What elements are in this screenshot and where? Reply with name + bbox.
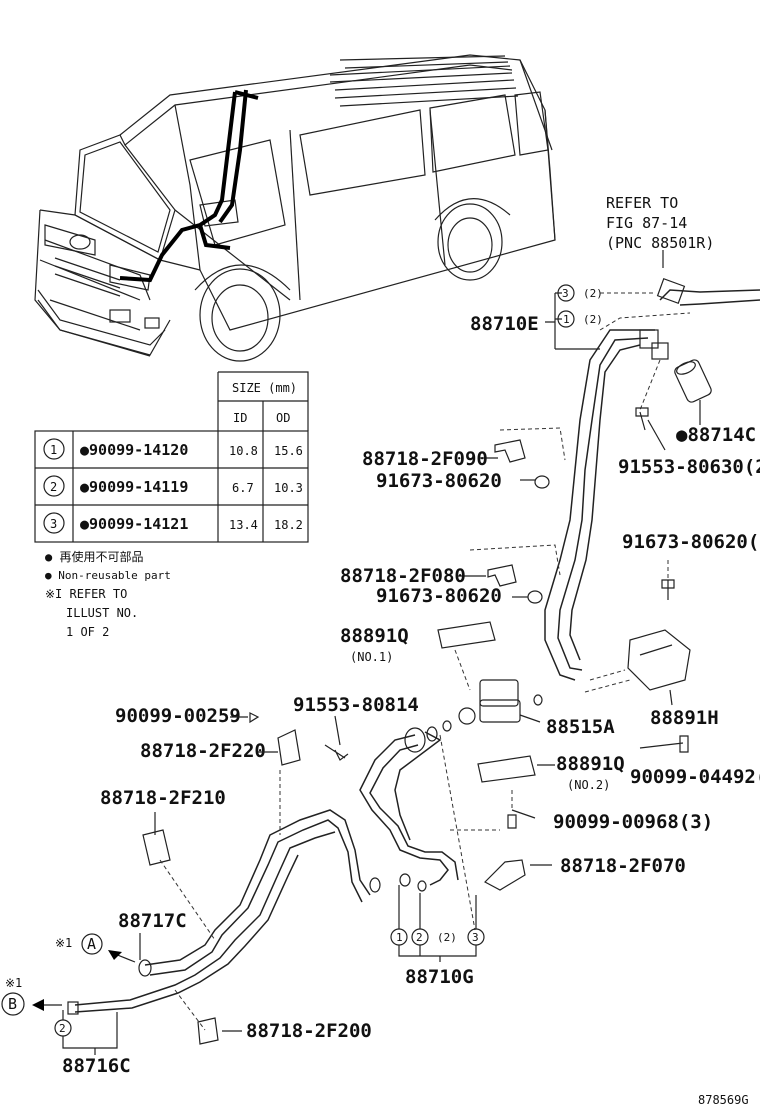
row1-id: 10.8	[229, 444, 258, 458]
circle-2-mid: 2	[416, 931, 423, 944]
label-88718-2f210: 88718-2F210	[100, 787, 226, 809]
row2-id: 6.7	[232, 481, 254, 495]
row3-od: 18.2	[274, 518, 303, 532]
circle-1-top: 1	[563, 313, 570, 326]
size-header: SIZE (mm)	[232, 381, 297, 395]
note-en: ● Non-reusable part	[45, 569, 171, 582]
label-88718-2f090: 88718-2F090	[362, 448, 488, 470]
label-88891q-1: 88891Q	[340, 625, 409, 647]
row2-marker: 2	[50, 480, 57, 494]
row2-od: 10.3	[274, 481, 303, 495]
row3-part: ●90099-14121	[80, 515, 188, 533]
note-ref3: 1 OF 2	[66, 625, 109, 639]
label-90099-04492: 90099-04492(2)	[630, 766, 760, 788]
row1-marker: 1	[50, 443, 57, 457]
circle-3-bottom: 3	[472, 931, 479, 944]
row3-marker: 3	[50, 517, 57, 531]
label-90099-00259: 90099-00259	[115, 705, 241, 727]
label-88718-2f220: 88718-2F220	[140, 740, 266, 762]
label-88717c: 88717C	[118, 910, 187, 932]
refer-line3: (PNC 88501R)	[606, 234, 714, 252]
circle-3-top: 3	[562, 287, 569, 300]
row2-part: ●90099-14119	[80, 478, 188, 496]
circle-a: A	[87, 935, 96, 953]
row3-id: 13.4	[229, 518, 258, 532]
label-no1: (NO.1)	[350, 650, 393, 664]
label-88891q-2: 88891Q	[556, 753, 625, 775]
label-88718-2f080: 88718-2F080	[340, 565, 466, 587]
label-88716c: 88716C	[62, 1055, 131, 1077]
note-ref1: ※I REFER TO	[45, 587, 127, 601]
van-illustration	[34, 54, 556, 362]
label-91673-80620-a: 91673-80620	[376, 470, 502, 492]
pipe-88710e	[544, 278, 760, 681]
label-88718-2f200: 88718-2F200	[246, 1020, 372, 1042]
refer-line1: REFER TO	[606, 194, 678, 212]
ref-b: ※1	[5, 976, 22, 990]
figure-id: 878569G	[698, 1093, 749, 1107]
label-no2: (NO.2)	[567, 778, 610, 792]
label-88710g: 88710G	[405, 966, 474, 988]
refer-line2: FIG 87-14	[606, 214, 687, 232]
circle-b: B	[8, 995, 17, 1013]
label-91553-80630: 91553-80630(2)	[618, 456, 760, 478]
label-91553-80814: 91553-80814	[293, 694, 419, 716]
arrow-a	[108, 950, 122, 960]
label-88714c: ●88714C	[676, 424, 756, 446]
qty-2-bottom: (2)	[437, 931, 457, 944]
size-table	[34, 371, 309, 543]
label-88515a: 88515A	[546, 716, 615, 738]
label-91673-80620-b: 91673-80620	[376, 585, 502, 607]
qty-2-top-b: (2)	[583, 313, 603, 326]
label-91673-80620-2: 91673-80620(2)	[622, 531, 760, 553]
ref-a: ※1	[55, 936, 72, 950]
label-88710e: 88710E	[470, 313, 539, 335]
row1-od: 15.6	[274, 444, 303, 458]
lower-pipes	[67, 726, 459, 1015]
label-88718-2f070: 88718-2F070	[560, 855, 686, 877]
row1-part: ●90099-14120	[80, 441, 188, 459]
label-88891h: 88891H	[650, 707, 719, 729]
note-ref2: ILLUST NO.	[66, 606, 138, 620]
col-od: OD	[276, 411, 290, 425]
circle-2-bottom: 2	[59, 1022, 66, 1035]
note-jp: ● 再使用不可部品	[45, 549, 143, 564]
circle-1-bottom: 1	[396, 931, 403, 944]
arrow-b	[32, 999, 44, 1011]
label-90099-00968: 90099-00968(3)	[553, 811, 713, 833]
qty-2-top-a: (2)	[583, 287, 603, 300]
col-id: ID	[233, 411, 247, 425]
